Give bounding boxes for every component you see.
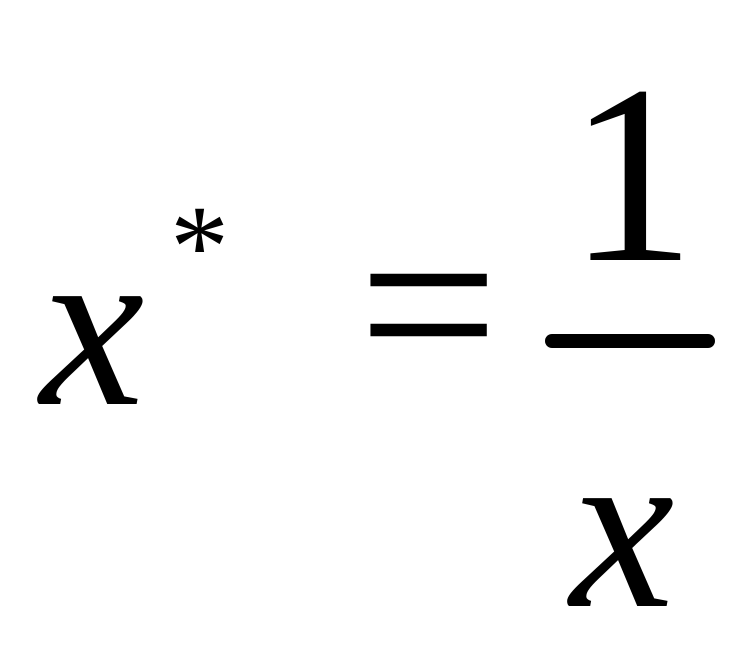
lhs-superscript: *: [170, 181, 229, 312]
equals-sign: =: [358, 166, 499, 443]
fraction-bar: [545, 334, 715, 348]
fraction-numerator: 1: [568, 34, 696, 316]
fraction-denominator: x: [570, 397, 675, 657]
lhs-variable: x: [40, 195, 145, 455]
